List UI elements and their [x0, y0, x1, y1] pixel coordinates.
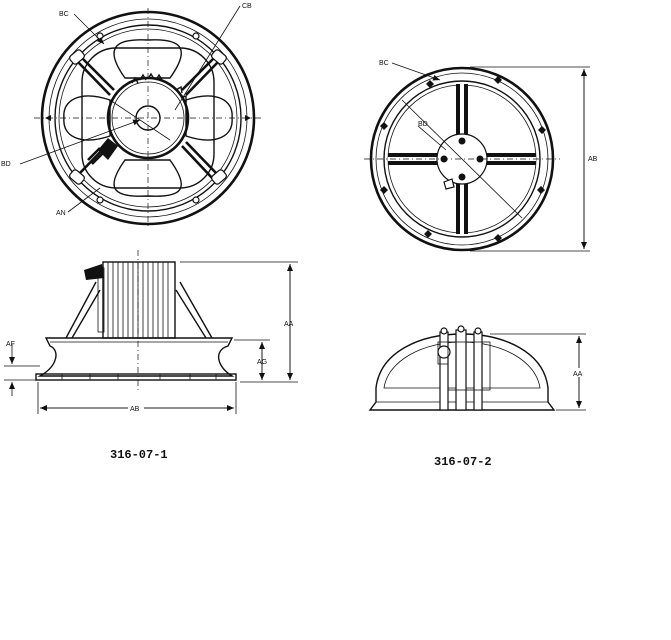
label-af: AF: [6, 341, 15, 348]
fig1-side-view: AA AG AF AB: [4, 250, 298, 414]
label-bd: BD: [1, 161, 11, 168]
fig2-caption: 316-07-2: [434, 455, 492, 469]
fig2-top-view: BC BD AB: [364, 60, 601, 252]
label-bd-2: BD: [418, 121, 428, 128]
label-cb: CB: [242, 3, 252, 10]
fig1-top-view: BC CB BD AN: [1, 3, 262, 228]
label-an: AN: [56, 210, 66, 217]
fig1-caption: 316-07-1: [110, 448, 168, 462]
label-ab: AB: [130, 406, 140, 413]
fig2-side-view: AA: [368, 325, 588, 411]
label-aa: AA: [284, 321, 294, 328]
label-bc: BC: [59, 11, 69, 18]
label-ag: AG: [257, 359, 267, 366]
label-ab-2: AB: [588, 156, 598, 163]
label-bc-2: BC: [379, 60, 389, 67]
label-aa-2: AA: [573, 371, 583, 378]
